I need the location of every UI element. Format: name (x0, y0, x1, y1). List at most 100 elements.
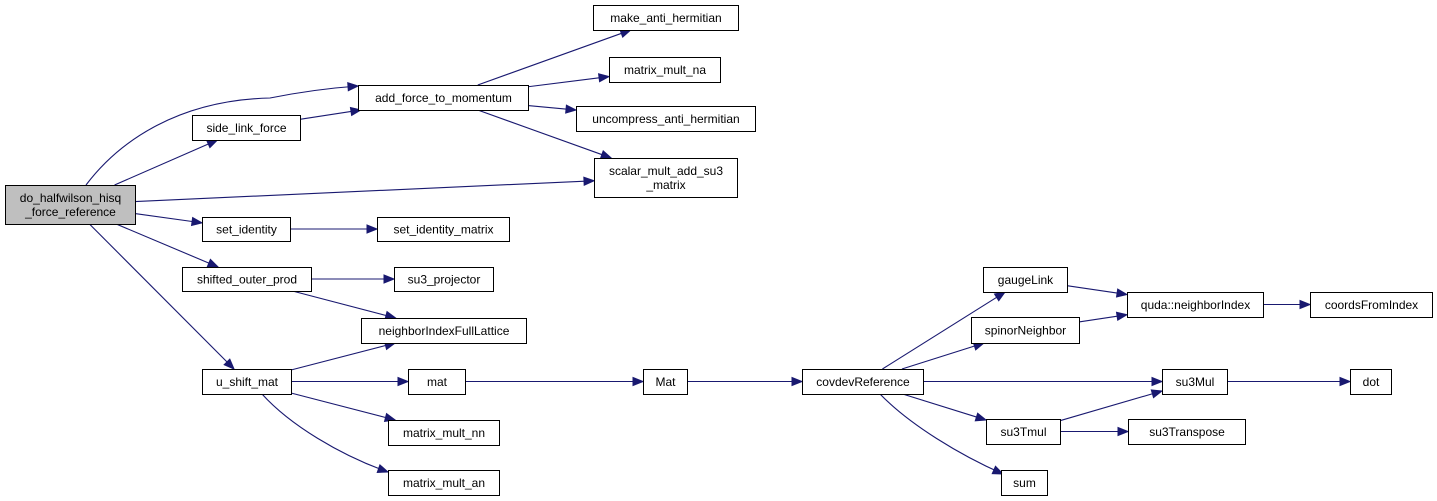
node-label: spinorNeighbor (985, 324, 1066, 338)
node-box[interactable] (593, 5, 739, 31)
edge-line (477, 109, 603, 156)
node-root[interactable]: do_halfwilson_hisq_force_reference (5, 185, 136, 225)
node-box[interactable] (1001, 470, 1048, 496)
arrow-head-icon (1151, 376, 1164, 387)
arrow-head-icon (1339, 376, 1352, 387)
node-box[interactable] (1128, 419, 1246, 445)
node-label: su3_projector (408, 273, 481, 287)
node-add_force_to_momentum[interactable]: add_force_to_momentum (358, 85, 529, 111)
node-su3_projector[interactable]: su3_projector (394, 267, 494, 292)
node-box[interactable] (971, 317, 1080, 344)
edge-root-to-u_shift_mat (89, 223, 235, 370)
edge-u_shift_mat-to-neighborIndexFullLattice (290, 341, 397, 371)
edge-line (299, 110, 353, 120)
arrow-head-icon (347, 82, 360, 92)
node-su3Tmul[interactable]: su3Tmul (986, 419, 1061, 445)
node-box[interactable] (192, 115, 301, 141)
node-label: make_anti_hermitian (610, 11, 721, 25)
node-box[interactable] (182, 267, 312, 292)
node-box[interactable] (377, 217, 510, 242)
node-quda_neighborIndex[interactable]: quda::neighborIndex (1127, 292, 1264, 318)
node-label: _matrix (645, 178, 685, 192)
node-dot[interactable]: dot (1350, 369, 1392, 395)
arrow-head-icon (366, 224, 379, 234)
arrow-head-icon (223, 358, 235, 370)
arrow-head-icon (383, 274, 396, 284)
node-label: coordsFromIndex (1325, 298, 1418, 312)
node-box[interactable] (394, 267, 494, 292)
arrow-head-icon (599, 149, 613, 159)
node-label: u_shift_mat (216, 375, 279, 389)
node-label: neighborIndexFullLattice (379, 324, 510, 338)
node-coordsFromIndex[interactable]: coordsFromIndex (1310, 292, 1433, 318)
node-box[interactable] (361, 318, 527, 344)
node-box[interactable] (802, 369, 924, 395)
node-box[interactable] (609, 57, 721, 83)
edge-covdevReference-to-su3Mul (923, 376, 1164, 387)
node-box[interactable] (643, 369, 688, 395)
node-box[interactable] (388, 470, 500, 496)
node-box[interactable] (202, 217, 291, 242)
edge-line (292, 290, 388, 317)
node-label: mat (427, 375, 448, 389)
node-su3Mul[interactable]: su3Mul (1162, 369, 1228, 395)
edge-root-to-shifted_outer_prod (115, 223, 220, 268)
node-uncompress_anti_hermitian[interactable]: uncompress_anti_hermitian (576, 106, 756, 132)
node-box[interactable] (576, 106, 756, 132)
node-label: shifted_outer_prod (197, 273, 297, 287)
edge-set_identity-to-set_identity_matrix (290, 224, 379, 234)
node-make_anti_hermitian[interactable]: make_anti_hermitian (593, 5, 739, 31)
edge-line (1078, 315, 1119, 323)
node-set_identity_matrix[interactable]: set_identity_matrix (377, 217, 510, 242)
node-scalar_mult_add_su3_matrix[interactable]: scalar_mult_add_su3_matrix (594, 158, 738, 198)
node-spinorNeighbor[interactable]: spinorNeighbor (971, 317, 1080, 344)
edge-line (527, 104, 568, 110)
edge-mat-to-Mat (465, 376, 645, 387)
node-covdevReference[interactable]: covdevReference (802, 369, 924, 395)
edge-line (290, 344, 387, 371)
node-shifted_outer_prod[interactable]: shifted_outer_prod (182, 267, 312, 292)
node-box[interactable] (1310, 292, 1433, 318)
edge-line (89, 223, 229, 364)
node-Mat[interactable]: Mat (643, 369, 688, 395)
node-mat[interactable]: mat (408, 369, 466, 395)
edge-line (85, 85, 359, 186)
edge-shifted_outer_prod-to-su3_projector (311, 274, 396, 284)
node-box[interactable] (983, 267, 1068, 293)
node-box[interactable] (594, 158, 738, 198)
node-box[interactable] (202, 369, 292, 395)
node-label: matrix_mult_nn (403, 426, 485, 440)
arrow-head-icon (376, 464, 390, 473)
node-box[interactable] (388, 420, 500, 446)
edge-line (134, 213, 194, 223)
node-box[interactable] (1162, 369, 1228, 395)
node-matrix_mult_na[interactable]: matrix_mult_na (609, 57, 721, 83)
node-label: dot (1363, 375, 1380, 389)
edges-layer (85, 29, 1352, 475)
arrow-head-icon (991, 465, 1005, 475)
node-neighborIndexFullLattice[interactable]: neighborIndexFullLattice (361, 318, 527, 344)
node-sum[interactable]: sum (1001, 470, 1048, 496)
node-u_shift_mat[interactable]: u_shift_mat (202, 369, 292, 395)
edge-Mat-to-covdevReference (687, 376, 804, 387)
node-matrix_mult_an[interactable]: matrix_mult_an (388, 470, 500, 496)
node-label: do_halfwilson_hisq (20, 191, 121, 205)
node-matrix_mult_nn[interactable]: matrix_mult_nn (388, 420, 500, 446)
node-box[interactable] (986, 419, 1061, 445)
node-box[interactable] (1127, 292, 1264, 318)
arrow-head-icon (1115, 288, 1129, 298)
node-box[interactable] (1350, 369, 1392, 395)
edge-line (1066, 285, 1119, 294)
node-box[interactable] (408, 369, 466, 395)
arrow-head-icon (1115, 311, 1129, 321)
node-su3Transpose[interactable]: su3Transpose (1128, 419, 1246, 445)
node-gaugeLink[interactable]: gaugeLink (983, 267, 1068, 293)
node-box[interactable] (358, 85, 529, 111)
node-label: set_identity_matrix (393, 223, 493, 237)
edge-spinorNeighbor-to-quda_neighborIndex (1078, 311, 1129, 323)
edge-line (1059, 392, 1154, 422)
node-side_link_force[interactable]: side_link_force (192, 115, 301, 141)
node-set_identity[interactable]: set_identity (202, 217, 291, 242)
node-box[interactable] (5, 185, 136, 225)
arrow-head-icon (190, 216, 204, 227)
